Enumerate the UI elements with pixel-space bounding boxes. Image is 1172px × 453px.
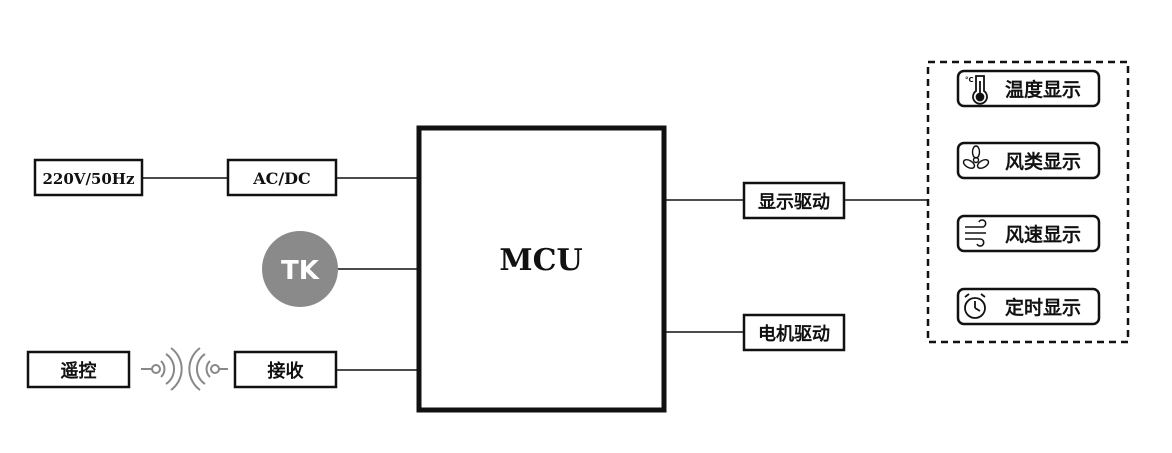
motor-driver-block: 电机驱动 bbox=[742, 313, 846, 352]
mcu-label: MCU bbox=[499, 243, 582, 278]
receiver-label: 接收 bbox=[268, 360, 304, 382]
display-item-wind-speed: 风速显示 bbox=[956, 214, 1101, 253]
display-item-label: 风类显示 bbox=[1005, 150, 1081, 173]
power-source-label: 220V/50Hz bbox=[43, 170, 135, 188]
ir-transmit-icon bbox=[141, 347, 183, 391]
fan-icon bbox=[962, 145, 990, 169]
receiver-block: 接收 bbox=[233, 350, 338, 389]
power-source-block: 220V/50Hz bbox=[33, 158, 144, 197]
ir-receive-icon bbox=[188, 347, 228, 391]
display-item-label: 风速显示 bbox=[1005, 223, 1081, 246]
remote-block: 遥控 bbox=[26, 350, 131, 389]
display-item-label: 温度显示 bbox=[1005, 78, 1081, 101]
touch-key-block: TK bbox=[262, 231, 338, 307]
acdc-label: AC/DC bbox=[252, 169, 311, 188]
thermometer-icon: °C bbox=[965, 75, 988, 105]
wind-icon bbox=[965, 219, 987, 247]
svg-text:°C: °C bbox=[965, 76, 974, 84]
display-item-temperature: °C 温度显示 bbox=[956, 69, 1101, 108]
display-item-label: 定时显示 bbox=[1005, 296, 1081, 319]
mcu-block: MCU bbox=[416, 125, 667, 413]
display-item-fan-type: 风类显示 bbox=[956, 141, 1101, 180]
remote-label: 遥控 bbox=[61, 360, 97, 382]
display-driver-label: 显示驱动 bbox=[758, 192, 830, 213]
display-panel: °C 温度显示 风类显示 风速显示 bbox=[926, 60, 1130, 344]
acdc-block: AC/DC bbox=[226, 158, 338, 197]
display-item-timer: 定时显示 bbox=[956, 287, 1101, 326]
display-driver-block: 显示驱动 bbox=[742, 181, 846, 220]
connection-lines bbox=[142, 177, 928, 371]
timer-icon bbox=[964, 293, 986, 319]
touch-key-label: TK bbox=[281, 256, 320, 286]
motor-driver-label: 电机驱动 bbox=[758, 323, 830, 345]
